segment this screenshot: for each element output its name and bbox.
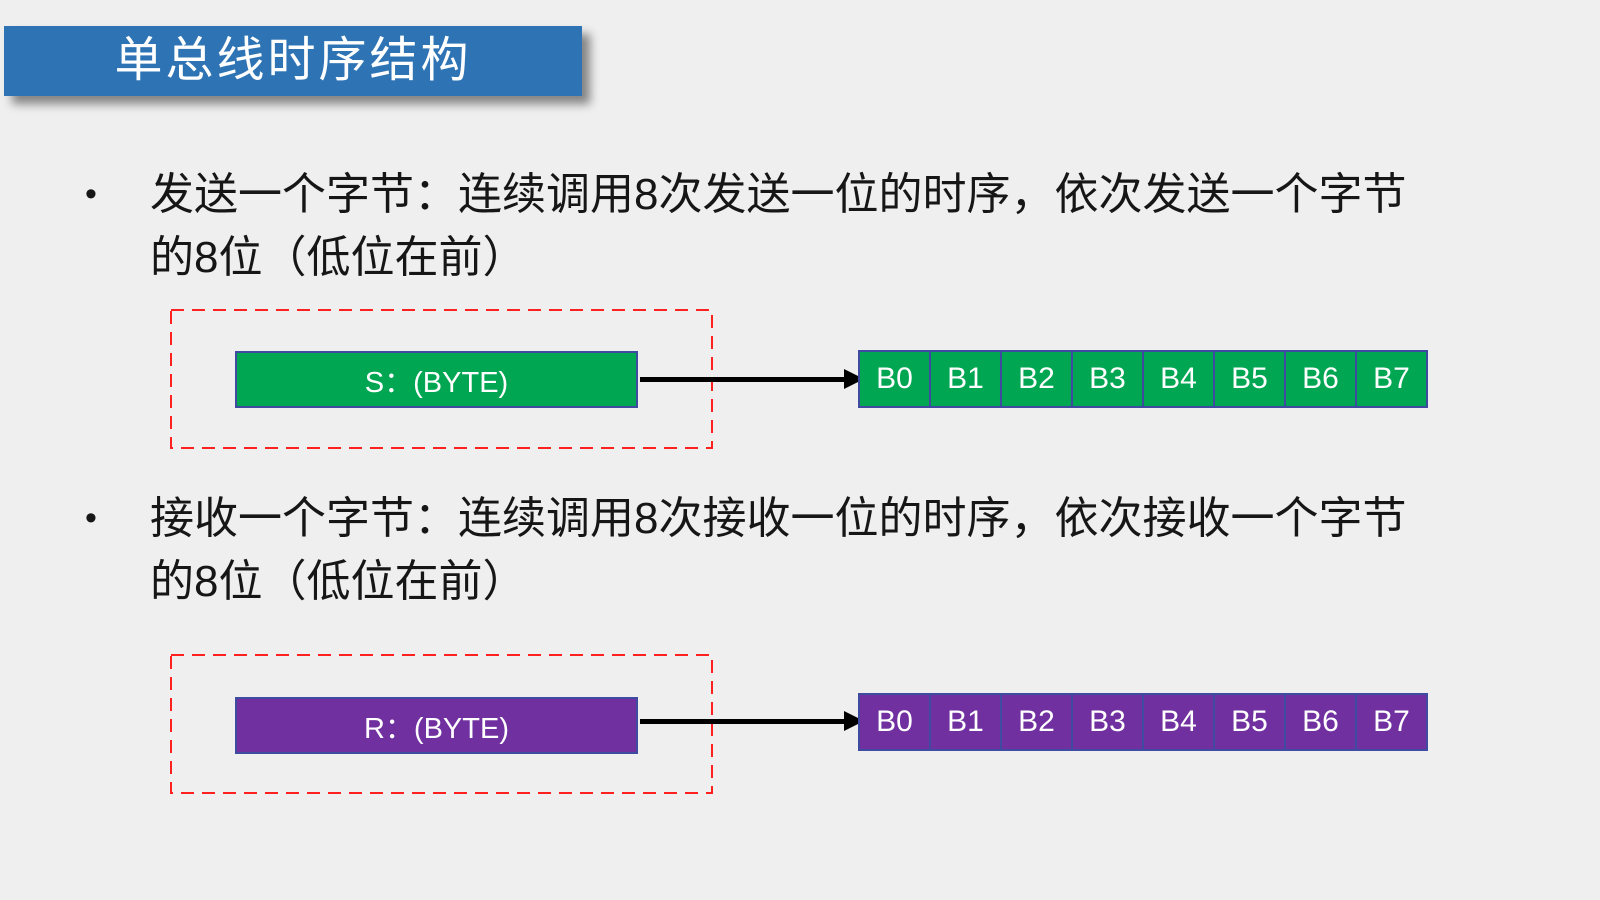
send-bit-cell-b0: B0 [860,352,931,406]
send-bit-cell-b4: B4 [1144,352,1215,406]
receive-dashed-rect [170,654,713,794]
receive-byte-label: R：(BYTE) [363,712,509,745]
receive-bit-cell-b6: B6 [1286,695,1357,749]
bullet-receive-line-2: 的8位（低位在前） [150,557,527,606]
send-bit-cell-b2: B2 [1002,352,1073,406]
bullet-marker: • [85,499,97,537]
send-arrow-shaft [640,377,846,382]
bullet-receive-line-1: 接收一个字节：连续调用8次接收一位的时序，依次接收一个字节 [150,494,1407,543]
send-bit-cell-b5: B5 [1215,352,1286,406]
receive-bit-cell-b7: B7 [1373,705,1410,738]
send-bit-cell-b7: B7 [1373,362,1410,395]
bullet-send-line-2: 的8位（低位在前） [150,233,527,282]
receive-bit-cell-b5: B5 [1215,695,1286,749]
send-bit-cell-b1: B1 [931,352,1002,406]
receive-bit-row: B0 B1 B2 B3 B4 B5 B6 B7 [858,693,1428,751]
receive-bit-cell-b3: B3 [1073,695,1144,749]
bullet-item-receive: • 接收一个字节：连续调用8次接收一位的时序，依次接收一个字节 的8位（低位在前… [85,487,1505,613]
receive-byte-box: R：(BYTE) [235,697,638,754]
receive-bit-cell-b4: B4 [1144,695,1215,749]
receive-bit-cell-b0: B0 [860,695,931,749]
bullet-text-receive: 接收一个字节：连续调用8次接收一位的时序，依次接收一个字节 的8位（低位在前） [150,487,1505,613]
receive-bit-cell-b2: B2 [1002,695,1073,749]
receive-dashed-outline [170,654,713,794]
bullet-send-line-1: 发送一个字节：连续调用8次发送一位的时序，依次发送一个字节 [150,170,1407,219]
send-arrow [640,369,864,389]
bullet-marker: • [85,175,97,213]
send-bit-cell-b3: B3 [1073,352,1144,406]
receive-arrow [640,711,864,731]
receive-arrow-shaft [640,719,846,724]
send-bit-row: B0 B1 B2 B3 B4 B5 B6 B7 [858,350,1428,408]
send-bit-cell-b6: B6 [1286,352,1357,406]
bullet-item-send: • 发送一个字节：连续调用8次发送一位的时序，依次发送一个字节 的8位（低位在前… [85,163,1505,289]
bullet-text-send: 发送一个字节：连续调用8次发送一位的时序，依次发送一个字节 的8位（低位在前） [150,163,1505,289]
send-byte-label: S：(BYTE) [364,366,509,399]
receive-bit-cell-b1: B1 [931,695,1002,749]
title-banner: 单总线时序结构 [4,26,582,96]
send-byte-box: S：(BYTE) [235,351,638,408]
page-title: 单总线时序结构 [114,34,472,87]
